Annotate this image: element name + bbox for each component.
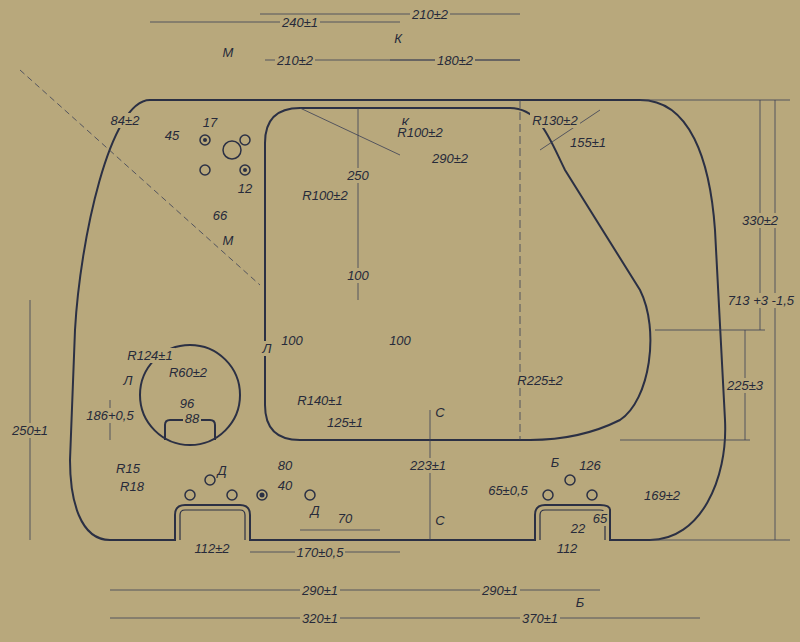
dimension-label: R15 [114, 461, 142, 476]
dimension-label: 125±1 [325, 415, 365, 430]
dimension-label: 88 [183, 411, 201, 426]
dimension-label: R100±2 [300, 188, 349, 203]
dimension-label: 96 [178, 396, 196, 411]
dimension-label: 290±1 [300, 583, 340, 598]
dimension-label: 210±2 [410, 7, 450, 22]
dimension-label: R225±2 [515, 373, 564, 388]
dimension-label: М [221, 233, 236, 248]
dimension-label: 290±2 [430, 151, 470, 166]
dimension-label: R100±2 [395, 125, 444, 140]
dimension-label: С [433, 513, 446, 528]
dimension-label: 126 [577, 458, 603, 473]
dimension-label: 210±2 [275, 53, 315, 68]
dimension-label: 80 [276, 458, 294, 473]
dimension-label: 84±2 [109, 113, 142, 128]
dimension-label: 100 [345, 268, 371, 283]
dimension-label: R130±2 [530, 113, 579, 128]
dimension-label: Л [261, 341, 274, 356]
dimension-label: 45 [163, 128, 181, 143]
dimension-label: 65±0,5 [486, 483, 530, 498]
dimension-label: 169±2 [642, 488, 682, 503]
dimension-label: Д [308, 503, 321, 518]
dimension-label: 180±2 [435, 53, 475, 68]
dimension-label: 320±1 [300, 611, 340, 626]
dimension-label: R18 [118, 479, 146, 494]
dimension-label: R60±2 [167, 365, 209, 380]
dimension-label: 17 [201, 115, 219, 130]
dimension-label: 225±3 [725, 378, 765, 393]
dimension-label: Д [215, 463, 228, 478]
dimension-label: С [433, 405, 446, 420]
dimension-label: Б [549, 455, 561, 470]
dimension-label: 22 [569, 521, 587, 536]
dimension-label: 12 [236, 181, 254, 196]
dimension-label: 100 [387, 333, 413, 348]
dimension-label: 223±1 [408, 458, 448, 473]
dimension-label: 170±0,5 [295, 545, 346, 560]
dimension-label: М [221, 45, 236, 60]
dimension-label: 155±1 [568, 135, 608, 150]
dimension-label: 240±1 [280, 15, 320, 30]
dimension-label: 112±2 [192, 541, 231, 556]
dimension-label: 330±2 [740, 213, 780, 228]
dimension-label: 713 +3 -1,5 [726, 293, 796, 308]
dimension-label: 40 [276, 478, 294, 493]
dimension-label: 250 [345, 168, 371, 183]
dimension-label: Б [574, 595, 586, 610]
dimension-label: 70 [336, 511, 354, 526]
dimension-label: R124±1 [125, 348, 174, 363]
dimension-label: 100 [279, 333, 305, 348]
dimension-label: 370±1 [520, 611, 560, 626]
dimension-label: R140±1 [295, 393, 344, 408]
dimension-label: Л [122, 373, 135, 388]
dimension-label: 65 [591, 511, 609, 526]
dimension-label: 66 [211, 208, 229, 223]
dimension-label: К [392, 31, 404, 46]
dimension-label: 112 [555, 541, 580, 556]
dimension-label: 250±1 [10, 423, 50, 438]
dimension-label: 290±1 [480, 583, 520, 598]
dimension-label: 186+0,5 [84, 408, 135, 423]
